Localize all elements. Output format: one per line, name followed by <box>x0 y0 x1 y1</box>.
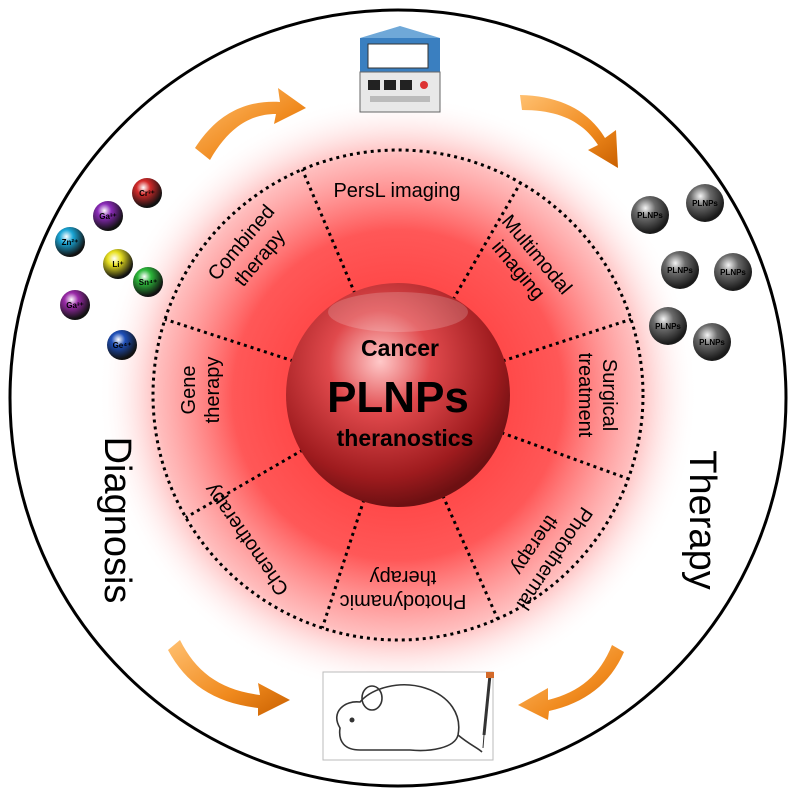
dopant-ions: Cr³⁺ Ga³⁺ Zn²⁺ Li⁺ Sn⁴⁺ Ga³⁺ Ge⁴⁺ <box>55 178 163 360</box>
segment-divider <box>320 499 366 629</box>
arrow-bottom-right <box>518 645 624 720</box>
arrow-top-right <box>520 95 618 168</box>
plnp-particle <box>631 196 669 234</box>
ion-label: Ga³⁺ <box>99 212 117 221</box>
ion-label: Zn²⁺ <box>62 238 79 247</box>
plnp-label: PLNPs <box>655 322 681 331</box>
ion-ball <box>60 290 90 320</box>
segment-divider <box>500 431 629 481</box>
plnp-particle <box>649 307 687 345</box>
segment-label: PersL imaging <box>333 180 460 202</box>
center-bottom-text: theranostics <box>337 425 474 451</box>
furnace-icon <box>359 26 441 113</box>
ion-ball <box>107 330 137 360</box>
mouse-injection-icon <box>322 671 494 761</box>
arrow-bottom-left <box>168 640 290 716</box>
ion-ball <box>132 178 162 208</box>
segment-dividers <box>164 168 632 629</box>
center-main-text: PLNPs <box>327 373 469 422</box>
plnp-particle <box>714 253 752 291</box>
center-sphere <box>286 283 510 507</box>
ion-label: Cr³⁺ <box>139 189 155 198</box>
ion-ball <box>103 249 133 279</box>
segment-divider <box>441 494 500 620</box>
plnp-label: PLNPs <box>667 266 693 275</box>
ion-ball <box>55 227 85 257</box>
ion-label: Sn⁴⁺ <box>139 278 157 287</box>
plnp-label: PLNPs <box>637 211 663 220</box>
segment-divider <box>185 448 304 519</box>
therapy-label: Therapy <box>681 450 723 589</box>
segment-divider <box>502 317 632 363</box>
diagnosis-label: Diagnosis <box>96 437 138 604</box>
plnp-particle <box>661 251 699 289</box>
segment-divider <box>164 317 294 363</box>
ion-ball <box>93 201 123 231</box>
arrow-top-left <box>195 88 306 160</box>
segment-label: Photodynamictherapy <box>340 566 467 612</box>
segment-divider <box>300 168 357 295</box>
plnp-particle <box>686 184 724 222</box>
ion-label: Ga³⁺ <box>66 301 84 310</box>
segment-divider <box>451 182 522 301</box>
plnp-label: PLNPs <box>720 268 746 277</box>
plnp-label: PLNPs <box>699 338 725 347</box>
ion-label: Li⁺ <box>112 260 123 269</box>
plnp-label: PLNPs <box>692 199 718 208</box>
plnp-particle <box>693 323 731 361</box>
sphere-highlight <box>328 292 468 332</box>
ion-ball <box>133 267 163 297</box>
segment-label: Surgicaltreatment <box>574 353 620 438</box>
outer-dashed-ring <box>151 148 645 642</box>
center-top-text: Cancer <box>361 335 439 361</box>
ion-label: Ge⁴⁺ <box>113 341 132 350</box>
